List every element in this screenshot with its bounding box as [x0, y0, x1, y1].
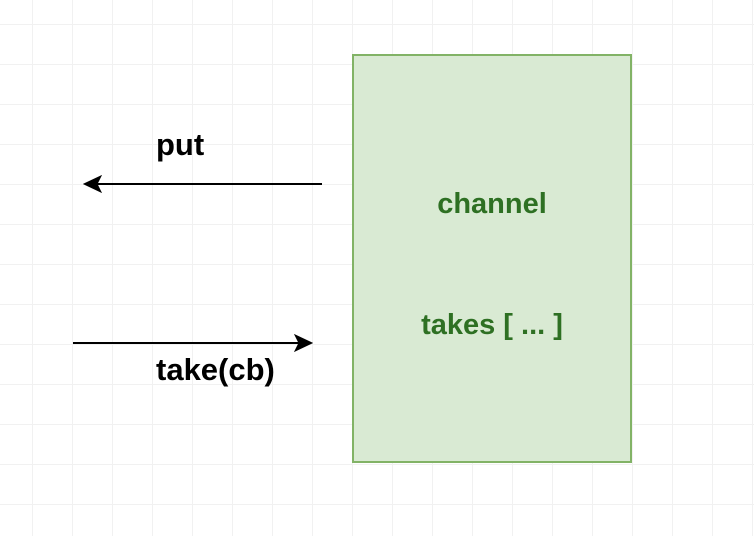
arrowhead-right-icon [293, 333, 314, 353]
put-label: put [156, 127, 205, 162]
take-label: take(cb) [156, 352, 275, 387]
channel-title: channel [437, 188, 547, 220]
arrowhead-left-icon [82, 174, 103, 194]
take-arrow [73, 333, 314, 353]
put-arrow [82, 174, 322, 194]
channel-box: channel takes [ ... ] [352, 54, 632, 463]
channel-takes-list: takes [ ... ] [421, 309, 563, 341]
